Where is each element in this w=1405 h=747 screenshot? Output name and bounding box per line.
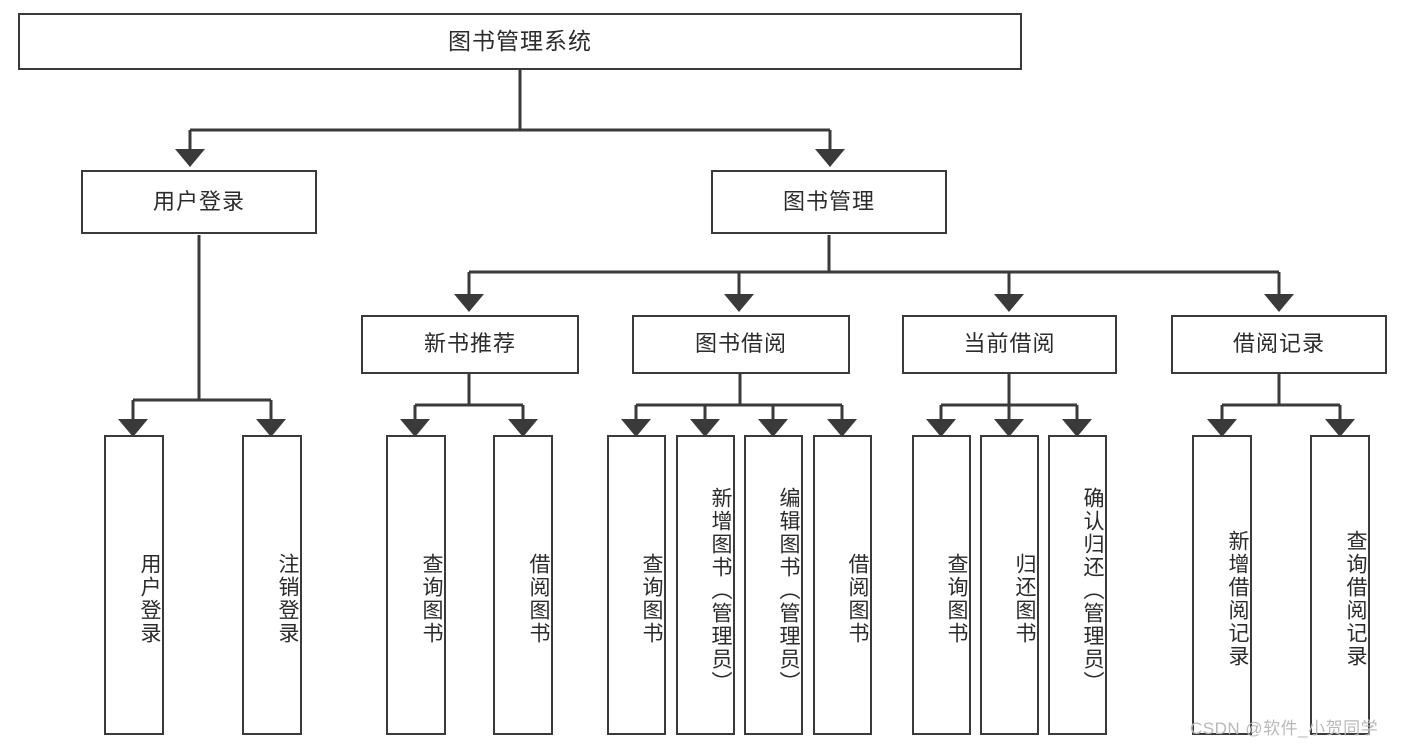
leaf-edit-book-admin[interactable]: 编辑图书（管理员）	[744, 435, 803, 735]
node-label: 借阅图书	[527, 553, 550, 645]
node-label: 新书推荐	[423, 331, 516, 357]
node-label: 借阅记录	[1232, 331, 1325, 357]
node-user-login[interactable]: 用户登录	[81, 170, 317, 234]
node-label: 查询借阅记录	[1344, 530, 1367, 668]
leaf-query-book-recommend[interactable]: 查询图书	[386, 435, 446, 735]
leaf-query-borrow-record[interactable]: 查询借阅记录	[1310, 435, 1370, 735]
node-label: 图书管理	[782, 188, 875, 214]
leaf-query-book-current[interactable]: 查询图书	[912, 435, 971, 735]
node-label: 确认归还（管理员）	[1081, 486, 1104, 694]
node-label: 新增图书（管理员）	[709, 486, 732, 694]
node-label: 图书管理系统	[448, 27, 592, 54]
node-label: 查询图书	[420, 553, 443, 645]
node-label: 归还图书	[1013, 553, 1036, 645]
node-label: 图书借阅	[694, 331, 787, 357]
leaf-confirm-return-admin[interactable]: 确认归还（管理员）	[1048, 435, 1107, 735]
node-label: 新增借阅记录	[1226, 530, 1249, 668]
leaf-add-book-admin[interactable]: 新增图书（管理员）	[676, 435, 735, 735]
node-current-borrow[interactable]: 当前借阅	[902, 315, 1117, 374]
node-borrow-record[interactable]: 借阅记录	[1171, 315, 1387, 374]
node-book-borrow[interactable]: 图书借阅	[632, 315, 850, 374]
node-label: 用户登录	[152, 188, 245, 214]
node-label: 查询图书	[945, 553, 968, 645]
node-label: 编辑图书（管理员）	[777, 486, 800, 694]
node-label: 注销登录	[276, 553, 299, 645]
node-label: 借阅图书	[846, 553, 869, 645]
node-label: 当前借阅	[963, 331, 1056, 357]
leaf-borrow-book-recommend[interactable]: 借阅图书	[493, 435, 553, 735]
node-label: 用户登录	[138, 553, 161, 645]
leaf-add-borrow-record[interactable]: 新增借阅记录	[1192, 435, 1252, 735]
leaf-user-login[interactable]: 用户登录	[104, 435, 164, 735]
node-label: 查询图书	[640, 553, 663, 645]
leaf-query-book-borrow[interactable]: 查询图书	[607, 435, 666, 735]
node-new-book-recommend[interactable]: 新书推荐	[361, 315, 579, 374]
node-book-management[interactable]: 图书管理	[711, 170, 947, 234]
leaf-logout-login[interactable]: 注销登录	[242, 435, 302, 735]
csdn-watermark: CSDN @软件_小贺同学	[1190, 719, 1379, 738]
leaf-borrow-book[interactable]: 借阅图书	[813, 435, 872, 735]
node-root-book-management-system[interactable]: 图书管理系统	[18, 13, 1022, 70]
leaf-return-book[interactable]: 归还图书	[980, 435, 1039, 735]
